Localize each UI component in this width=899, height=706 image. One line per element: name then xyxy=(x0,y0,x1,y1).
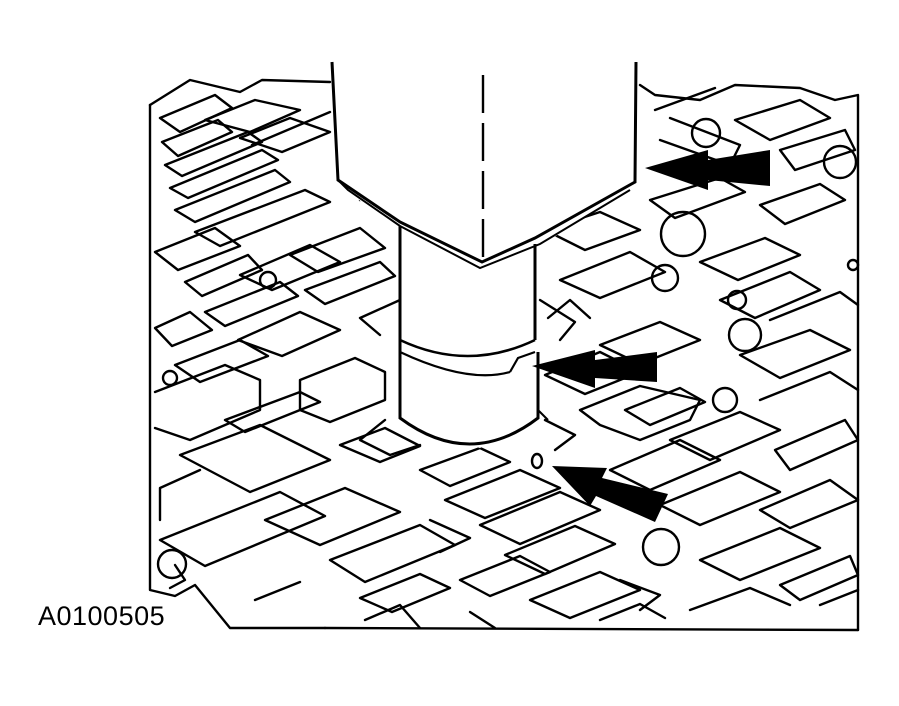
bushing-installer-tool xyxy=(330,61,638,448)
figure-id-label: A0100505 xyxy=(38,601,166,631)
arrow-to-alignment-hole-icon xyxy=(552,466,668,522)
arrow-to-tool-edge-icon xyxy=(645,150,770,190)
bushing xyxy=(398,338,549,446)
arrow-to-bushing-notch-icon xyxy=(532,350,657,388)
alignment-hole xyxy=(530,452,544,470)
